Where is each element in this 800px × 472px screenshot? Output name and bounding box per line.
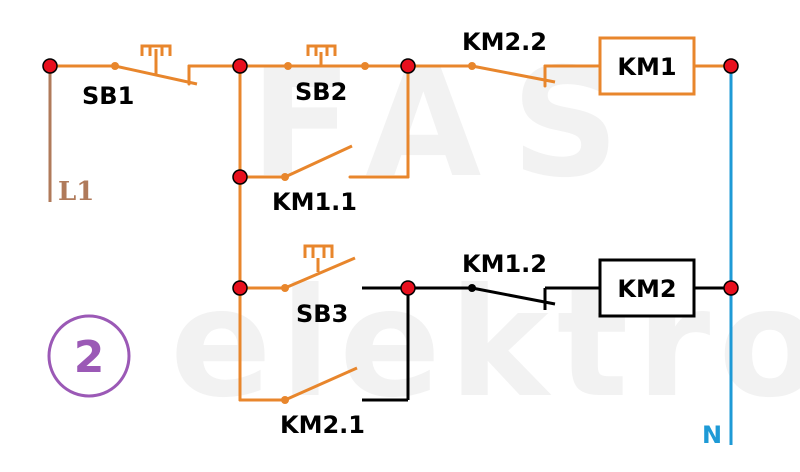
phase-label: L1 — [58, 177, 94, 207]
sb3-pushbutton — [281, 244, 356, 292]
km2-2-contact — [468, 62, 556, 84]
km2-1-contact — [281, 366, 358, 404]
km2-coil-label: KM2 — [617, 275, 676, 303]
km1-coil: KM1 — [598, 36, 696, 96]
km1-1-contact — [281, 144, 353, 181]
km2-coil: KM2 — [598, 258, 696, 318]
neutral-label: N — [702, 421, 722, 449]
sb1-pushbutton — [111, 44, 198, 86]
sb3-label: SB3 — [296, 300, 348, 328]
km1-coil-label: KM1 — [617, 53, 676, 81]
diagram-number-badge: 2 — [47, 314, 131, 398]
sb1-label: SB1 — [82, 82, 134, 110]
junction-nodes — [42, 58, 739, 296]
km1-2-pivot-dot — [468, 284, 476, 292]
watermark-line1: FAS — [250, 37, 649, 211]
badge-number: 2 — [74, 332, 105, 383]
km1-2-label: KM1.2 — [462, 250, 547, 278]
sb2-pushbutton — [284, 44, 369, 70]
km2-2-label: KM2.2 — [462, 28, 547, 56]
km2-1-label: KM2.1 — [280, 411, 365, 439]
sb2-label: SB2 — [295, 78, 347, 106]
km1-1-label: KM1.1 — [272, 188, 357, 216]
watermark-line2: elektro — [170, 257, 800, 431]
